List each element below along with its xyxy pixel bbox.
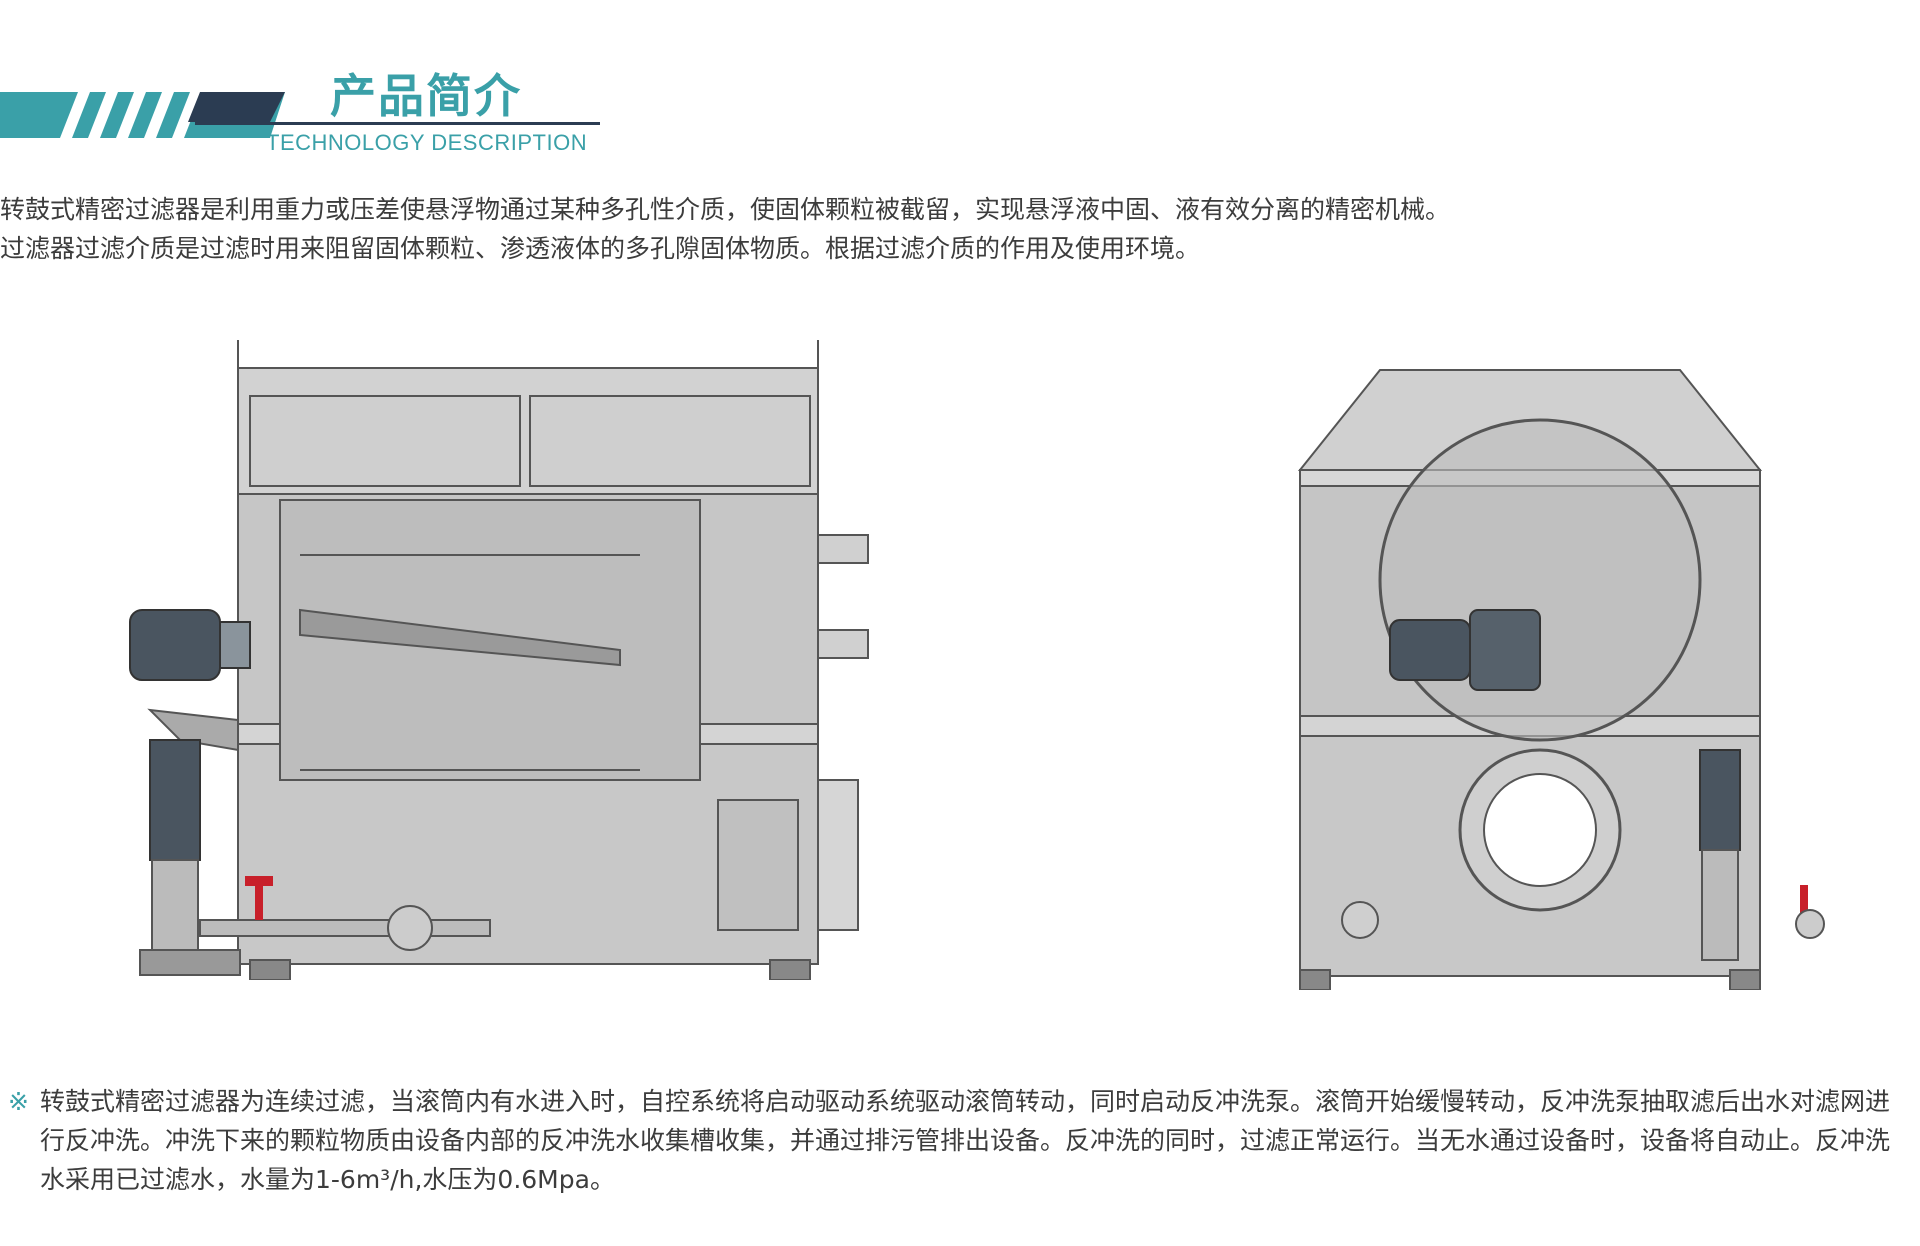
- intro-line-1: 转鼓式精密过滤器是利用重力或压差使悬浮物通过某种多孔性介质，使固体颗粒被截留，实…: [0, 195, 1451, 224]
- note-text: 转鼓式精密过滤器为连续过滤，当滚筒内有水进入时，自控系统将启动驱动系统驱动滚筒转…: [40, 1087, 1891, 1194]
- side-view-drawing: [1297, 369, 1825, 990]
- intro-line-2: 过滤器过滤介质是过滤时用来阻留固体颗粒、渗透液体的多孔隙固体物质。根据过滤介质的…: [0, 234, 1201, 263]
- front-view-drawing: [129, 340, 869, 980]
- page-title: 产品简介: [330, 69, 522, 123]
- header-underline: [195, 122, 600, 125]
- header-stripe-graphic: [0, 92, 285, 138]
- note-mark: ※: [8, 1087, 29, 1116]
- section-header: 产品简介 TECHNOLOGY DESCRIPTION: [0, 0, 620, 160]
- page-subtitle: TECHNOLOGY DESCRIPTION: [266, 130, 588, 155]
- intro-text: 转鼓式精密过滤器是利用重力或压差使悬浮物通过某种多孔性介质，使固体颗粒被截留，实…: [0, 190, 1900, 268]
